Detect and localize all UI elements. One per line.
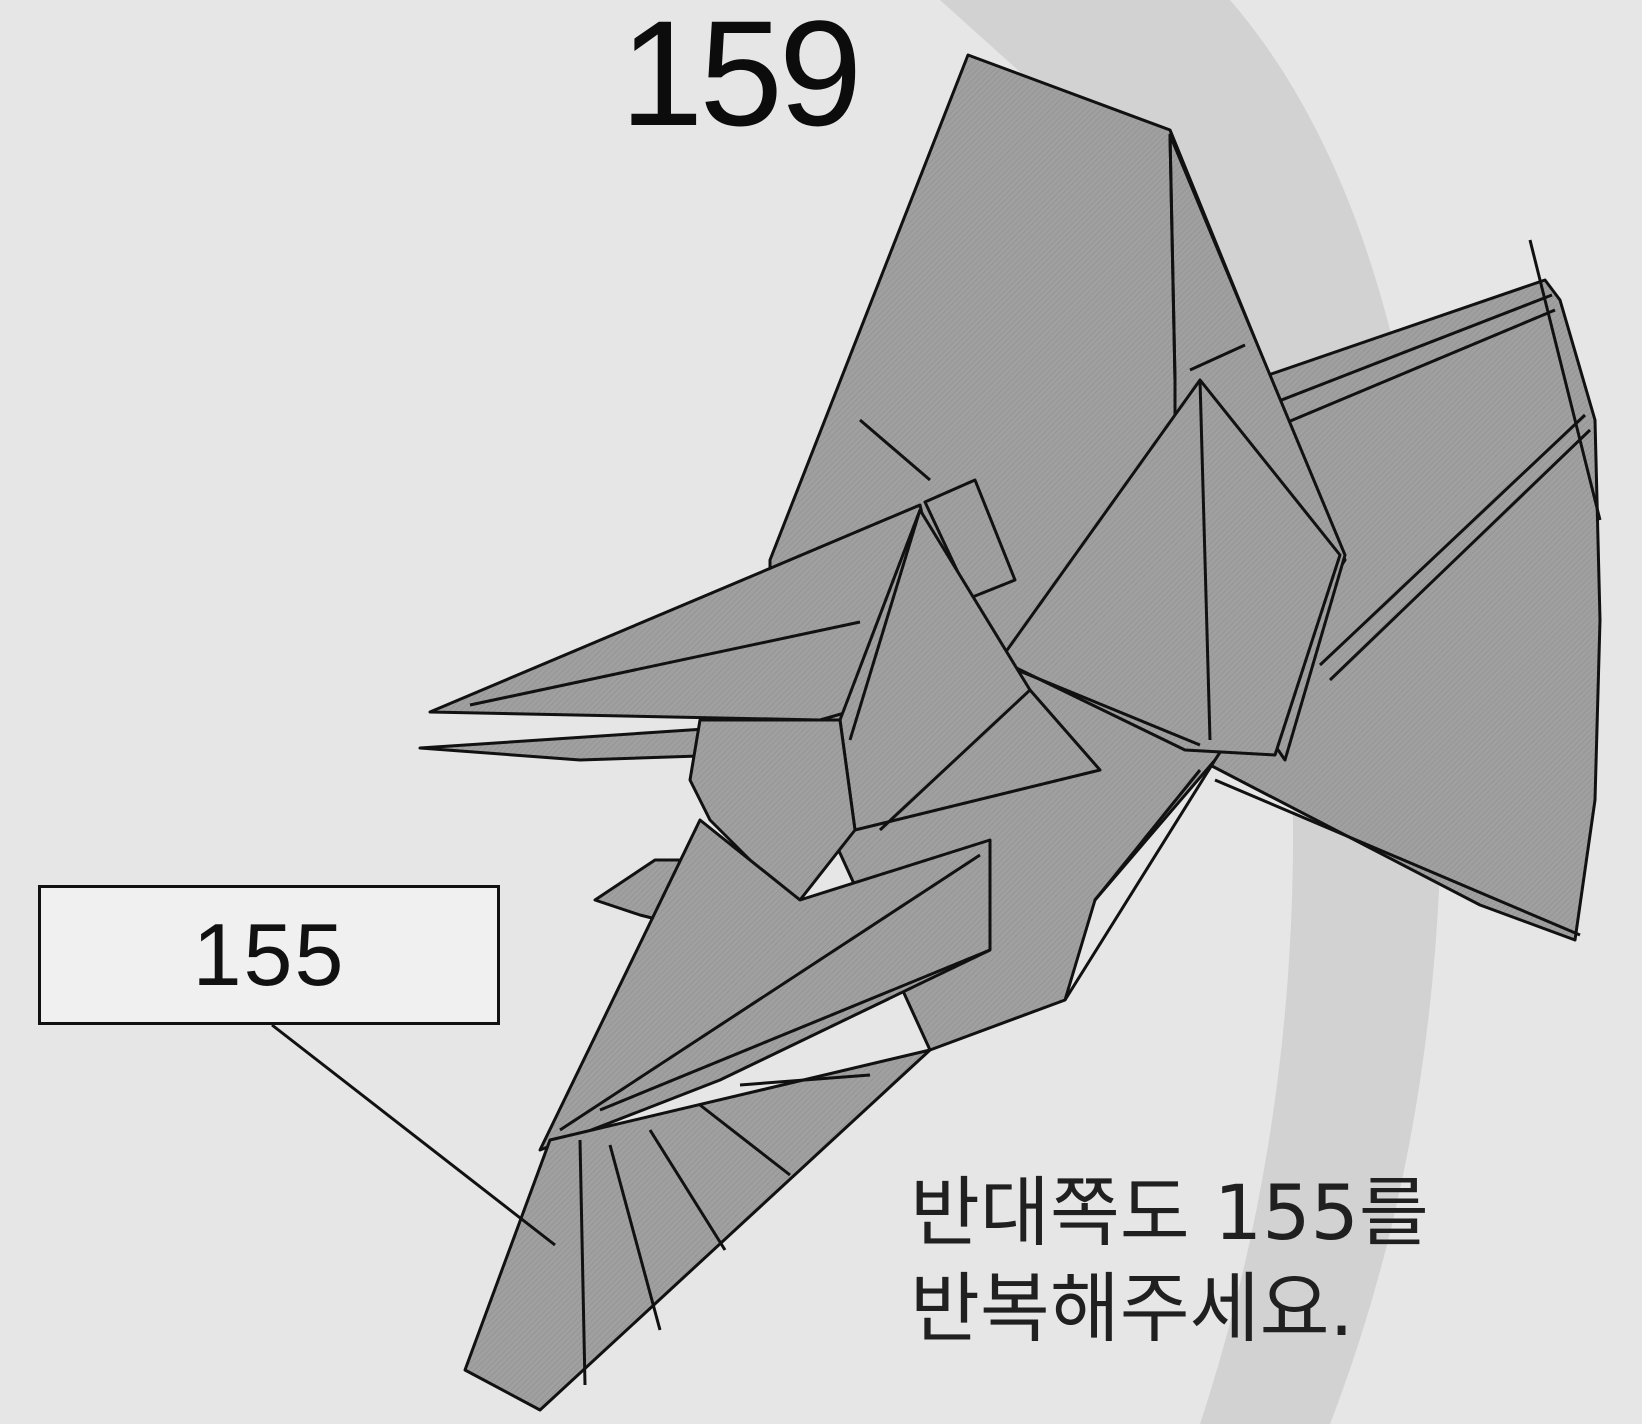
instruction-text: 반대쪽도 155를 반복해주세요. xyxy=(910,1165,1610,1357)
instruction-line-1: 반대쪽도 155를 xyxy=(910,1168,1429,1257)
fold-line xyxy=(1189,343,1246,372)
fold-line xyxy=(1198,379,1212,741)
fold-line xyxy=(1063,759,1217,1001)
fold-line xyxy=(608,1144,662,1331)
fold-line xyxy=(859,418,931,482)
fold-line xyxy=(739,1073,871,1087)
background-shadow-band xyxy=(940,0,1442,1424)
instruction-line-2: 반복해주세요. xyxy=(910,1264,1354,1353)
tail-fold-line xyxy=(1318,413,1587,667)
reference-box: 155 xyxy=(38,885,500,1025)
head-middle xyxy=(838,508,1102,832)
tail-fold-line xyxy=(1229,293,1553,422)
fold-line xyxy=(469,620,861,707)
neck-long xyxy=(538,818,992,1152)
fold-line xyxy=(878,688,1032,832)
origami-model xyxy=(418,53,1602,1412)
reference-leader-line xyxy=(271,1023,556,1247)
center-flap xyxy=(998,378,1342,757)
reference-step-label: 155 xyxy=(192,905,346,1004)
fold-line xyxy=(599,948,991,1112)
tail-edge-line xyxy=(1528,239,1602,521)
fold-line xyxy=(648,1129,727,1251)
fold-line xyxy=(559,853,981,1132)
tail-fold-line xyxy=(1214,778,1581,937)
tail-fold-line xyxy=(1244,308,1556,442)
fold-line xyxy=(578,1139,587,1386)
fold-line xyxy=(1093,769,1202,901)
step-number: 159 xyxy=(620,0,862,157)
fold-line xyxy=(1004,663,1201,747)
fold-line xyxy=(1168,134,1177,381)
fold-line xyxy=(848,509,922,741)
fold-line xyxy=(699,1103,791,1177)
tail-fold-line xyxy=(1328,428,1592,682)
